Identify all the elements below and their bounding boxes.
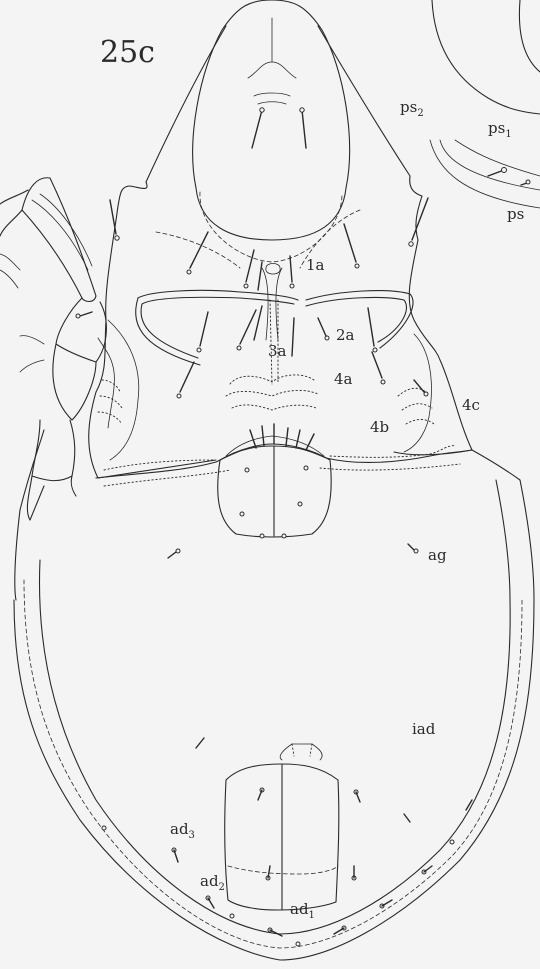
label-ps3: ps — [507, 205, 524, 223]
label-4b: 4b — [370, 418, 389, 436]
seta-labels: 1a 2a 3a 4a 4b 4c ag iad ad3 ad2 ad1 — [170, 256, 480, 921]
label-4a: 4a — [334, 370, 353, 388]
gnathosoma — [146, 0, 410, 240]
label-ad2: ad2 — [200, 872, 225, 893]
podosoma-outline — [89, 176, 472, 486]
label-1a: 1a — [306, 256, 325, 274]
label-4c: 4c — [462, 396, 480, 414]
label-2a: 2a — [336, 326, 355, 344]
inset-posterior-detail: ps2 ps1 ps — [400, 0, 540, 223]
genital-plates — [218, 424, 331, 538]
figure-label: 25c — [100, 35, 155, 70]
marginal-setae — [102, 544, 472, 946]
label-iad: iad — [412, 720, 436, 738]
label-ps1: ps1 — [488, 119, 512, 140]
label-ad3: ad3 — [170, 820, 195, 841]
label-ag: ag — [428, 546, 447, 564]
leg-segments — [0, 178, 428, 600]
anal-plates — [225, 744, 360, 910]
label-ad1: ad1 — [290, 900, 315, 921]
label-3a: 3a — [268, 342, 287, 360]
label-ps2: ps2 — [400, 98, 424, 119]
sternal-setae — [177, 224, 428, 398]
